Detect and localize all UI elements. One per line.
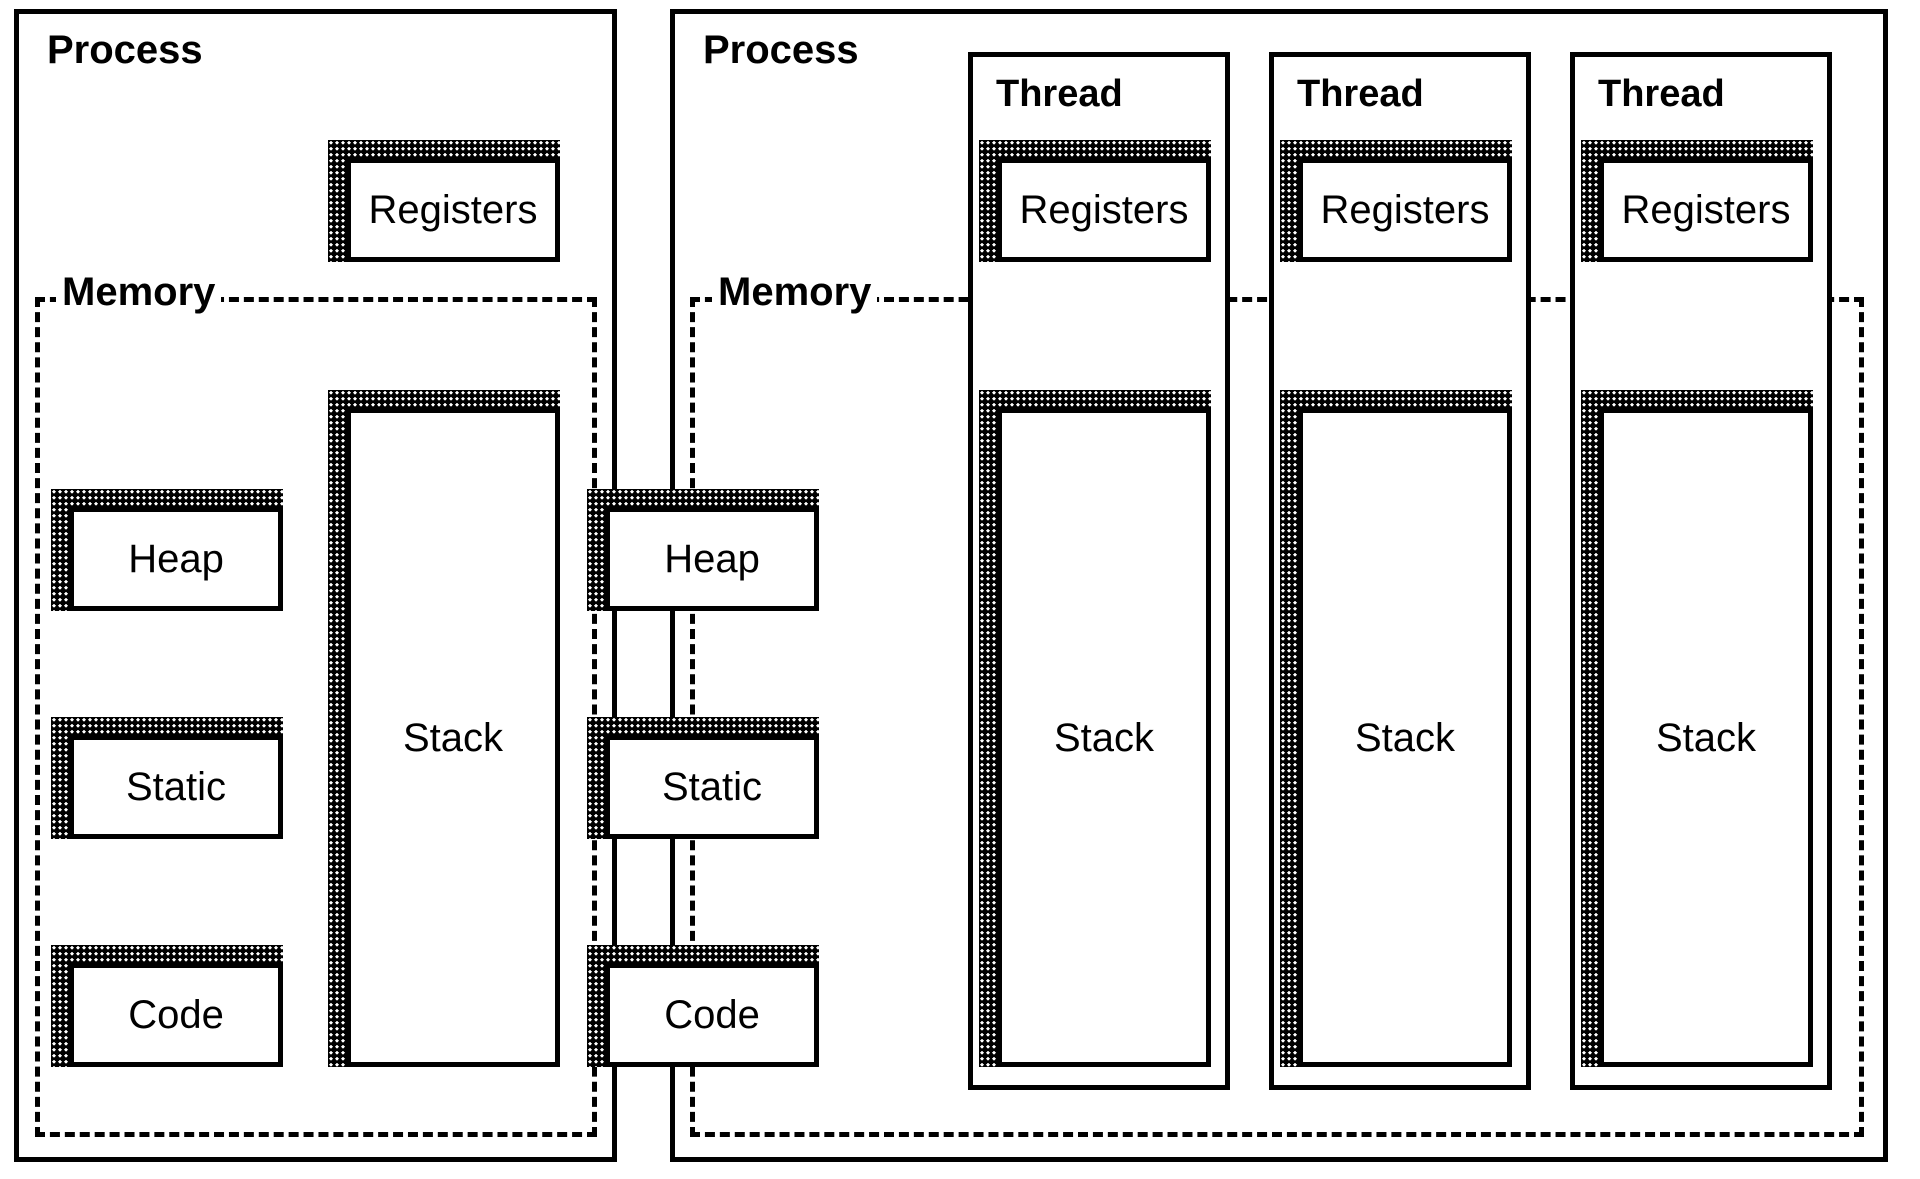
stack-box-thread-3: Stack: [1581, 390, 1813, 1067]
static-label: Static: [661, 765, 763, 809]
registers-box-process-single: Registers: [328, 140, 560, 262]
static-box-single: Static: [51, 717, 283, 839]
thread-3-memory-line-mask: [1575, 292, 1827, 307]
registers-label: Registers: [368, 188, 538, 232]
box-face: Heap: [69, 507, 283, 611]
box-face: Registers: [997, 158, 1211, 262]
box-face: Stack: [1298, 408, 1512, 1067]
stack-box-thread-2: Stack: [1280, 390, 1512, 1067]
heap-box-single: Heap: [51, 489, 283, 611]
thread-label-1: Thread: [996, 73, 1123, 115]
stack-label: Stack: [1354, 715, 1456, 760]
box-face: Stack: [1599, 408, 1813, 1067]
static-label: Static: [125, 765, 227, 809]
heap-label: Heap: [128, 537, 224, 581]
code-box-single: Code: [51, 945, 283, 1067]
process-label-multi: Process: [703, 28, 859, 72]
thread-box-1: [968, 52, 1230, 1090]
thread-box-2: [1269, 52, 1531, 1090]
box-face: Registers: [346, 158, 560, 262]
box-face: Stack: [346, 408, 560, 1067]
code-label: Code: [664, 993, 760, 1037]
registers-label: Registers: [1320, 188, 1490, 232]
memory-label-single: Memory: [56, 272, 222, 312]
box-face: Static: [69, 735, 283, 839]
box-face: Heap: [605, 507, 819, 611]
stack-label: Stack: [1053, 715, 1155, 760]
box-face: Stack: [997, 408, 1211, 1067]
box-face: Registers: [1298, 158, 1512, 262]
box-face: Code: [605, 963, 819, 1067]
stack-box-thread-1: Stack: [979, 390, 1211, 1067]
registers-label: Registers: [1621, 188, 1791, 232]
stack-label: Stack: [1655, 715, 1757, 760]
registers-box-thread-3: Registers: [1581, 140, 1813, 262]
box-face: Registers: [1599, 158, 1813, 262]
box-face: Static: [605, 735, 819, 839]
stack-box-single: Stack: [328, 390, 560, 1067]
thread-label-2: Thread: [1297, 73, 1424, 115]
stack-label: Stack: [402, 715, 504, 760]
memory-label-multi: Memory: [712, 272, 878, 312]
thread-1-memory-line-mask: [973, 292, 1225, 307]
heap-label: Heap: [664, 537, 760, 581]
thread-box-3: [1570, 52, 1832, 1090]
thread-label-3: Thread: [1598, 73, 1725, 115]
registers-box-thread-1: Registers: [979, 140, 1211, 262]
registers-box-thread-2: Registers: [1280, 140, 1512, 262]
heap-box-multi: Heap: [587, 489, 819, 611]
code-box-multi: Code: [587, 945, 819, 1067]
thread-2-memory-line-mask: [1274, 292, 1526, 307]
registers-label: Registers: [1019, 188, 1189, 232]
static-box-multi: Static: [587, 717, 819, 839]
process-label-single: Process: [47, 28, 203, 72]
box-face: Code: [69, 963, 283, 1067]
code-label: Code: [128, 993, 224, 1037]
